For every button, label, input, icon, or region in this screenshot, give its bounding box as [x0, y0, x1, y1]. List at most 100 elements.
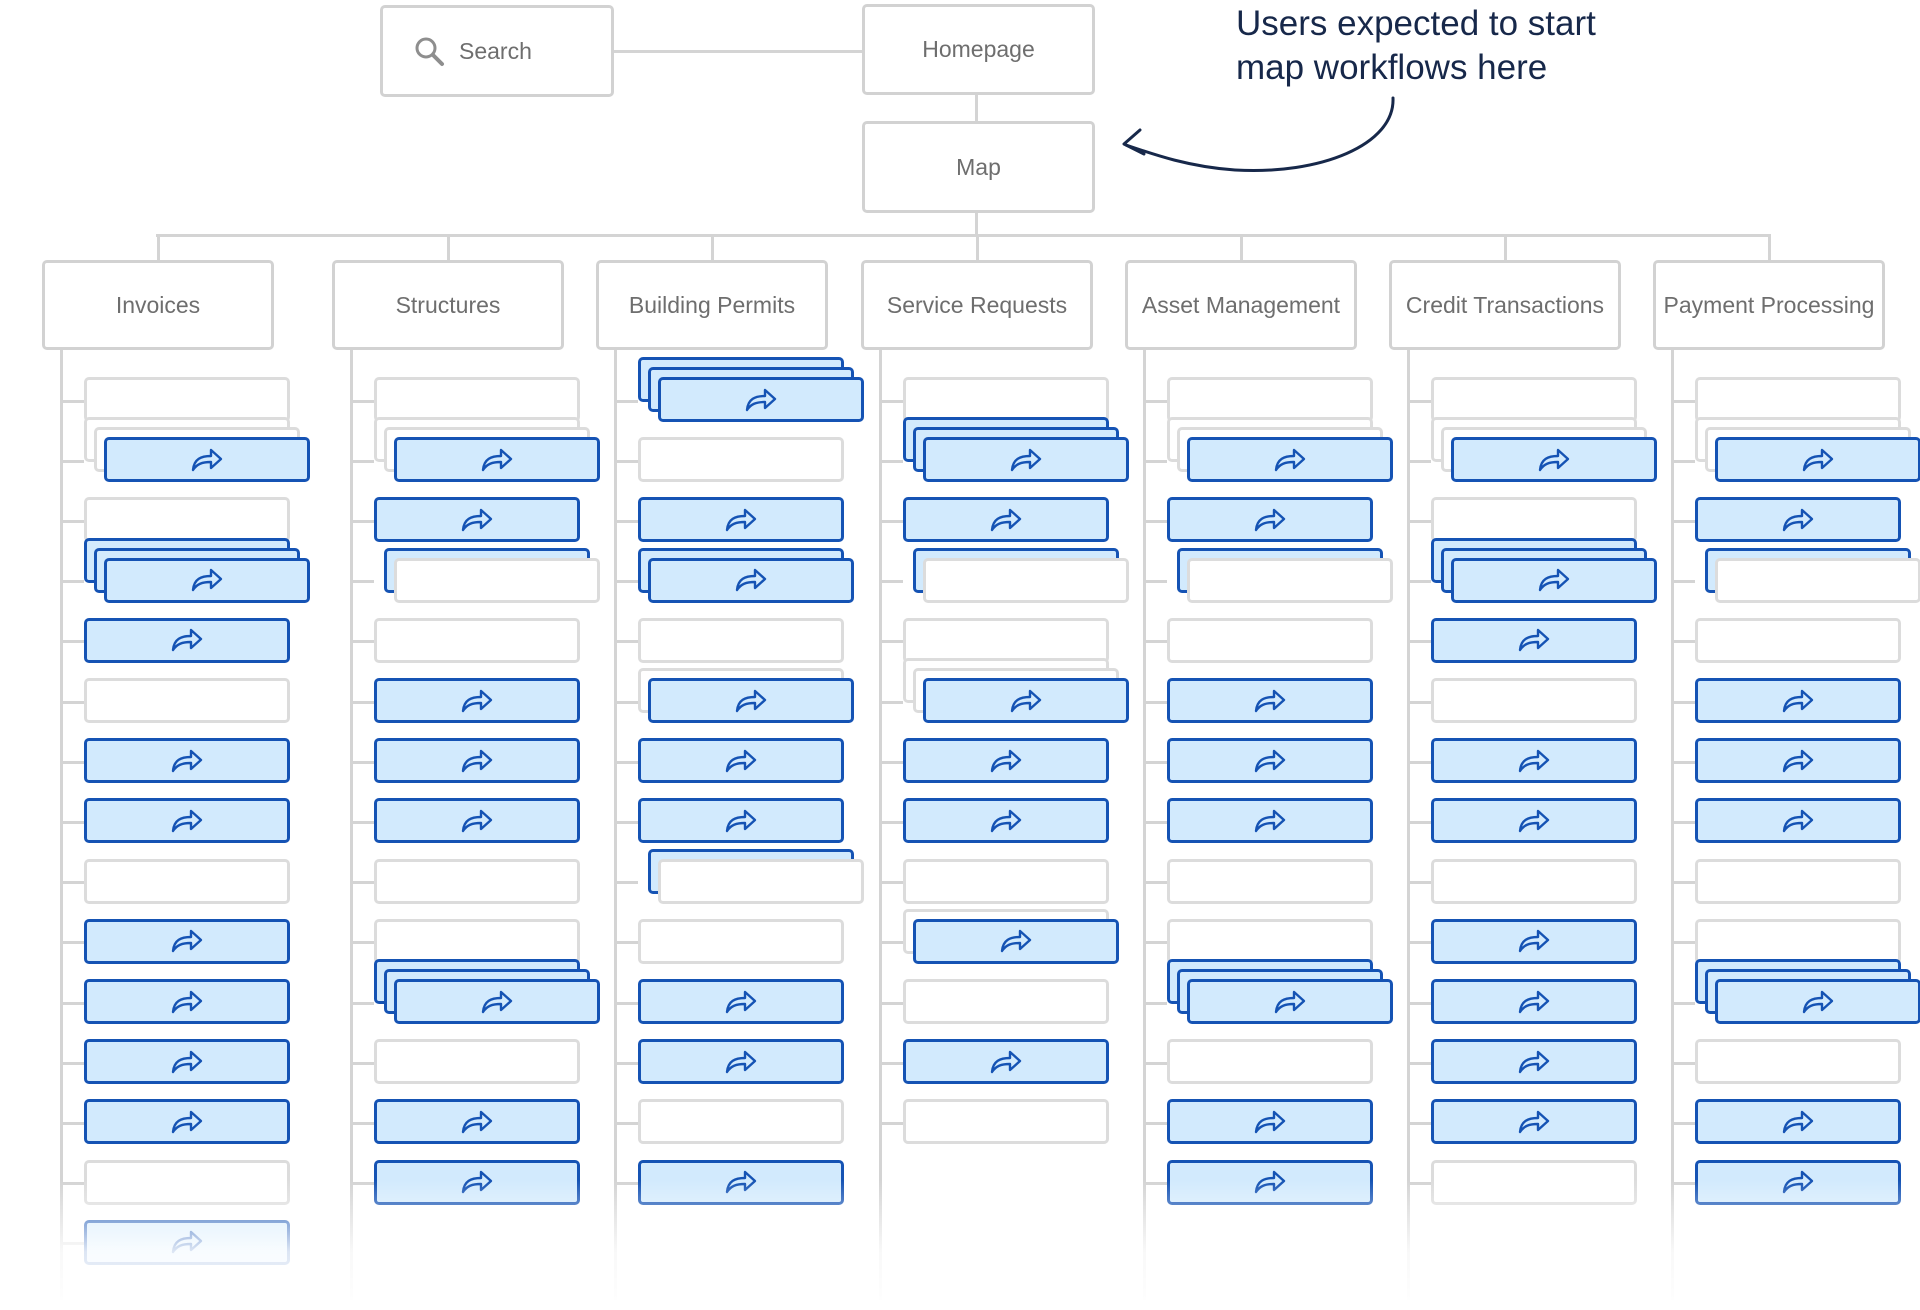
redirect-card[interactable]	[1167, 738, 1373, 784]
redirect-card[interactable]	[1695, 738, 1901, 784]
redirect-card[interactable]	[1431, 617, 1637, 663]
redirect-card[interactable]	[84, 918, 290, 964]
redirect-card[interactable]	[1431, 738, 1637, 784]
page-card[interactable]	[903, 617, 1109, 663]
redirect-card[interactable]	[648, 678, 854, 723]
redirect-card[interactable]	[1431, 979, 1637, 1024]
redirect-card[interactable]	[1431, 1039, 1637, 1085]
page-card[interactable]	[903, 979, 1109, 1024]
redirect-card[interactable]	[903, 1039, 1109, 1085]
redirect-card[interactable]	[84, 738, 290, 784]
page-card[interactable]	[923, 557, 1129, 603]
search-node[interactable]: Search	[380, 5, 614, 97]
redirect-card[interactable]	[1695, 798, 1901, 844]
page-card[interactable]	[1167, 377, 1373, 422]
page-card[interactable]	[1431, 858, 1637, 904]
page-card[interactable]	[84, 1159, 290, 1205]
page-card[interactable]	[903, 1099, 1109, 1145]
redirect-card[interactable]	[638, 497, 844, 543]
redirect-card[interactable]	[1431, 1099, 1637, 1145]
redirect-card[interactable]	[1695, 1159, 1901, 1205]
redirect-card[interactable]	[1695, 1099, 1901, 1145]
page-card[interactable]	[84, 377, 290, 422]
redirect-card[interactable]	[104, 557, 310, 603]
redirect-card[interactable]	[903, 738, 1109, 784]
page-card[interactable]	[1431, 377, 1637, 422]
page-card[interactable]	[374, 377, 580, 422]
page-card[interactable]	[374, 918, 580, 964]
category-node[interactable]: Structures	[332, 260, 564, 350]
redirect-card[interactable]	[1431, 798, 1637, 844]
category-node[interactable]: Building Permits	[596, 260, 828, 350]
page-card[interactable]	[1167, 918, 1373, 964]
page-card[interactable]	[1695, 1039, 1901, 1085]
page-card[interactable]	[638, 437, 844, 483]
page-card[interactable]	[1167, 1039, 1373, 1085]
redirect-card[interactable]	[1695, 497, 1901, 543]
redirect-card[interactable]	[913, 918, 1119, 964]
redirect-card[interactable]	[84, 617, 290, 663]
redirect-card[interactable]	[1451, 437, 1657, 483]
page-card[interactable]	[84, 858, 290, 904]
redirect-card[interactable]	[1167, 497, 1373, 543]
redirect-card[interactable]	[1187, 979, 1393, 1024]
redirect-card[interactable]	[374, 798, 580, 844]
page-card[interactable]	[84, 678, 290, 723]
page-card[interactable]	[1695, 918, 1901, 964]
redirect-card[interactable]	[658, 377, 864, 422]
redirect-card[interactable]	[374, 738, 580, 784]
page-card[interactable]	[1695, 617, 1901, 663]
redirect-card[interactable]	[84, 798, 290, 844]
page-card[interactable]	[638, 918, 844, 964]
redirect-card[interactable]	[1431, 918, 1637, 964]
page-card[interactable]	[1715, 557, 1920, 603]
redirect-card[interactable]	[84, 1039, 290, 1085]
category-node[interactable]: Payment Processing	[1653, 260, 1885, 350]
redirect-card[interactable]	[638, 979, 844, 1024]
redirect-card[interactable]	[84, 1219, 290, 1265]
category-node[interactable]: Credit Transactions	[1389, 260, 1621, 350]
page-card[interactable]	[374, 1039, 580, 1085]
redirect-card[interactable]	[1187, 437, 1393, 483]
redirect-card[interactable]	[648, 557, 854, 603]
category-node[interactable]: Service Requests	[861, 260, 1093, 350]
redirect-card[interactable]	[374, 497, 580, 543]
redirect-card[interactable]	[638, 1039, 844, 1085]
page-card[interactable]	[1431, 497, 1637, 543]
redirect-card[interactable]	[638, 1159, 844, 1205]
redirect-card[interactable]	[923, 678, 1129, 723]
page-card[interactable]	[638, 1099, 844, 1145]
page-card[interactable]	[1431, 1159, 1637, 1205]
category-node[interactable]: Invoices	[42, 260, 274, 350]
redirect-card[interactable]	[638, 738, 844, 784]
redirect-card[interactable]	[1451, 557, 1657, 603]
page-card[interactable]	[903, 377, 1109, 422]
page-card[interactable]	[1167, 858, 1373, 904]
redirect-card[interactable]	[1167, 798, 1373, 844]
page-card[interactable]	[1431, 678, 1637, 723]
page-card[interactable]	[374, 617, 580, 663]
category-node[interactable]: Asset Management	[1125, 260, 1357, 350]
redirect-card[interactable]	[374, 678, 580, 723]
map-node[interactable]: Map	[862, 121, 1095, 213]
redirect-card[interactable]	[394, 437, 600, 483]
redirect-card[interactable]	[1167, 1099, 1373, 1145]
redirect-card[interactable]	[638, 798, 844, 844]
redirect-card[interactable]	[374, 1159, 580, 1205]
redirect-card[interactable]	[1715, 437, 1920, 483]
redirect-card[interactable]	[394, 979, 600, 1024]
redirect-card[interactable]	[104, 437, 310, 483]
redirect-card[interactable]	[1695, 678, 1901, 723]
page-card[interactable]	[658, 858, 864, 904]
homepage-node[interactable]: Homepage	[862, 4, 1095, 95]
page-card[interactable]	[1167, 617, 1373, 663]
page-card[interactable]	[374, 858, 580, 904]
redirect-card[interactable]	[84, 979, 290, 1024]
redirect-card[interactable]	[903, 497, 1109, 543]
page-card[interactable]	[1187, 557, 1393, 603]
page-card[interactable]	[84, 497, 290, 543]
page-card[interactable]	[394, 557, 600, 603]
redirect-card[interactable]	[1167, 678, 1373, 723]
redirect-card[interactable]	[1167, 1159, 1373, 1205]
page-card[interactable]	[1695, 377, 1901, 422]
